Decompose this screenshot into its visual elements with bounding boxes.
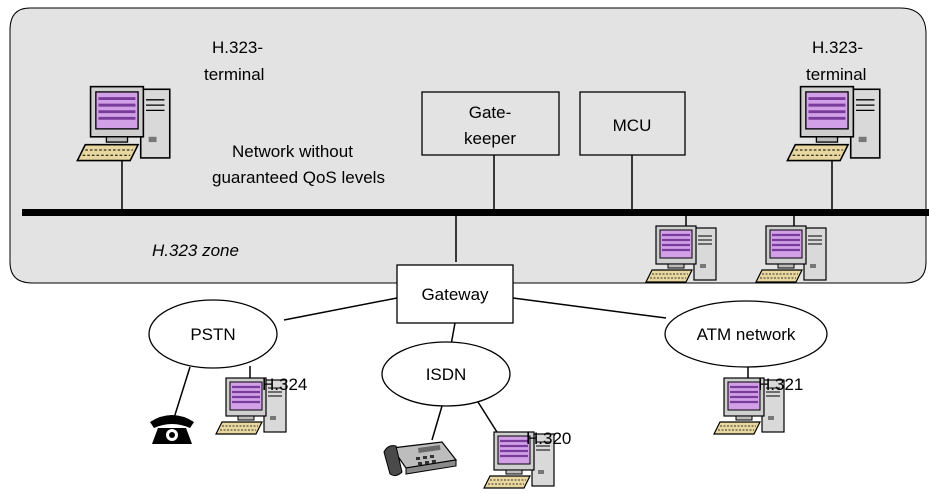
right-terminal-label-line1: H.323- — [812, 38, 863, 57]
atm-network — [664, 300, 828, 368]
isdn-network — [381, 341, 511, 407]
h323-zone-label: H.323 zone — [152, 241, 239, 260]
h321-label: H.321 — [758, 375, 803, 394]
right-terminal-label-line2: terminal — [806, 65, 866, 84]
h320-label: H.320 — [526, 429, 571, 448]
left-terminal-label-line2: terminal — [204, 65, 264, 84]
pstn-network — [148, 299, 278, 369]
gateway-connections — [173, 297, 749, 441]
isdn-label: ISDN — [426, 365, 467, 384]
left-terminal-computer-icon — [75, 85, 172, 163]
gateway-box — [396, 264, 514, 324]
zone-computer-1-icon — [644, 224, 718, 284]
network-label-line2: guaranteed QoS levels — [212, 168, 385, 187]
desk-phone-icon — [383, 441, 457, 477]
pstn-label: PSTN — [190, 325, 235, 344]
zone-computer-2-icon — [754, 224, 828, 284]
right-terminal-computer-icon — [785, 85, 882, 163]
network-label-line1: Network without — [232, 142, 353, 161]
rotary-phone-icon — [150, 415, 194, 444]
mcu-box — [579, 91, 686, 156]
mcu-label: MCU — [613, 116, 652, 135]
left-terminal-label-line1: H.323- — [212, 38, 263, 57]
gatekeeper-label-line1: Gate- — [469, 103, 512, 122]
atm-label: ATM network — [697, 325, 796, 344]
h324-label: H.324 — [262, 375, 307, 394]
gatekeeper-box — [421, 91, 560, 156]
gateway-label: Gateway — [421, 285, 489, 304]
network-backbone — [22, 209, 929, 216]
gatekeeper-label-line2: keeper — [464, 129, 516, 148]
